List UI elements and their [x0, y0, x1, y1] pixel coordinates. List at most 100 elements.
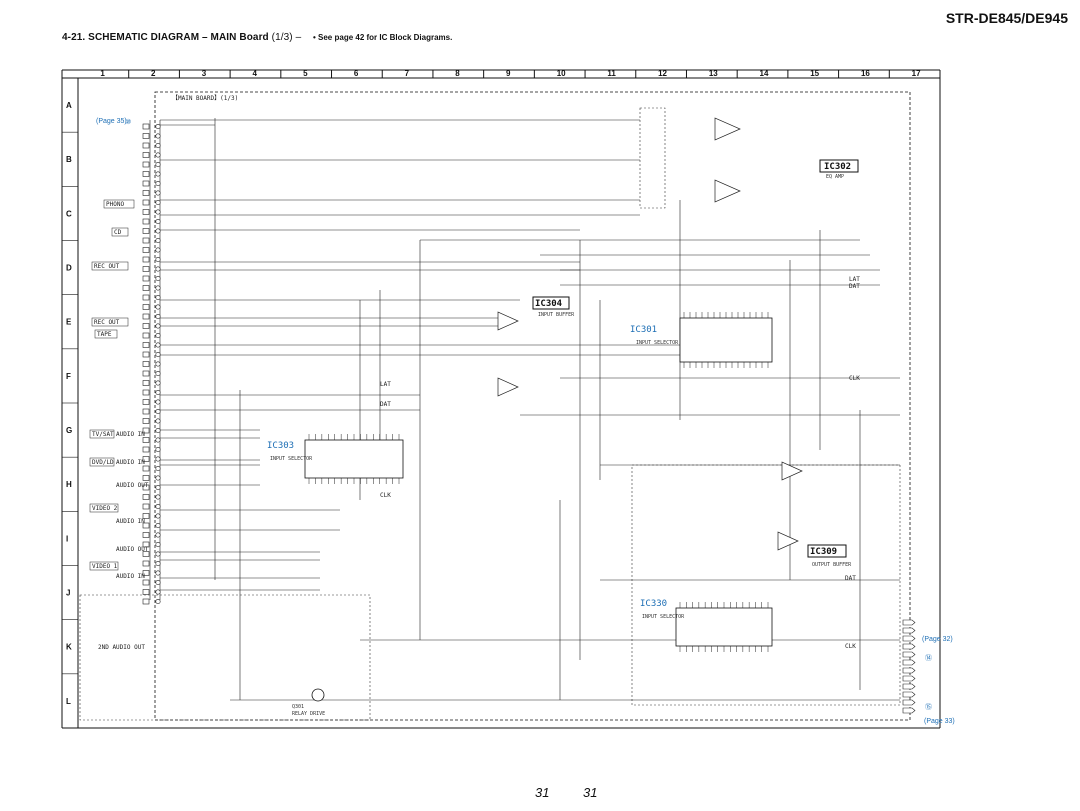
connector-pin — [142, 418, 150, 424]
jack-terminal — [155, 456, 161, 462]
column-label: 6 — [354, 69, 359, 78]
connector-pin — [142, 446, 150, 453]
ic303-chip — [304, 439, 404, 479]
connector-pin — [142, 503, 150, 510]
jack-terminal — [155, 209, 161, 215]
ic303-label: IC303 — [267, 441, 294, 451]
svg-text:AUDIO OUT: AUDIO OUT — [116, 482, 149, 489]
svg-text:DAT: DAT — [845, 575, 856, 582]
jack-terminal — [155, 162, 161, 168]
connector-pin — [142, 266, 150, 272]
connector-arrow — [902, 667, 916, 674]
relay-transistor — [311, 688, 325, 702]
connector-pin — [142, 579, 150, 586]
jack-terminal — [155, 551, 161, 557]
connector-pin — [142, 551, 150, 557]
ic304-label: IC304 — [535, 299, 563, 309]
ic302-opamps — [714, 117, 741, 203]
jack-terminal — [155, 152, 161, 158]
main-board-outline — [154, 91, 911, 721]
connector-pin — [142, 171, 150, 177]
column-label: 14 — [760, 69, 769, 78]
ic302-label: IC302 — [824, 162, 851, 172]
connector-pin — [142, 361, 150, 367]
connector-arrow — [902, 643, 916, 650]
jack-terminal — [155, 351, 161, 357]
jack-terminal — [155, 522, 161, 528]
svg-text:CLK: CLK — [845, 643, 856, 650]
connector-pin — [142, 294, 150, 301]
connector-arrow — [902, 699, 916, 706]
connector-pin — [142, 332, 150, 339]
model-number: STR-DE845/DE945 — [945, 10, 1068, 26]
ic309-opamps — [777, 461, 803, 551]
signal-wires — [160, 118, 900, 701]
connector-pin — [142, 589, 150, 595]
ic330-chip — [675, 607, 773, 647]
page-ref-right-bottom: (Page 33) — [924, 718, 955, 725]
connector-pin — [142, 437, 150, 443]
row-label: L — [66, 697, 71, 706]
column-label: 7 — [405, 69, 410, 78]
connector-labels: PHONO CD REC OUT REC OUT TAPE TV/SAT AUD… — [89, 199, 149, 651]
grid-frame — [61, 69, 941, 729]
jack-terminal — [155, 389, 161, 395]
connector-pin — [142, 247, 150, 253]
column-label: 2 — [151, 69, 156, 78]
jack-terminal — [155, 332, 161, 338]
jack-terminal — [155, 475, 161, 481]
jack-terminal — [155, 219, 161, 225]
column-label: 15 — [810, 69, 819, 78]
svg-text:CLK: CLK — [380, 492, 391, 499]
row-label: A — [66, 101, 72, 110]
relay-ref: Q301 — [292, 704, 304, 710]
connector-pin — [142, 399, 150, 405]
connector-arrow — [902, 691, 916, 698]
jack-terminal — [155, 266, 161, 272]
column-label: 1 — [100, 69, 105, 78]
ic330-desc: INPUT SELECTOR — [642, 614, 685, 620]
svg-text:AUDIO IN: AUDIO IN — [116, 518, 145, 525]
connector-pin — [142, 408, 150, 415]
svg-text:AUDIO IN: AUDIO IN — [116, 573, 145, 580]
connector-pin — [142, 152, 150, 158]
column-label: 17 — [912, 69, 921, 78]
jack-terminal — [155, 200, 161, 206]
jack-terminal — [155, 418, 161, 424]
jack-terminal — [155, 323, 161, 329]
connector-pin — [142, 570, 150, 576]
row-label: J — [66, 589, 70, 598]
board-label: 【MAIN BOARD】(1/3) — [172, 95, 238, 102]
svg-text:AUDIO IN: AUDIO IN — [116, 431, 145, 438]
connector-arrow — [902, 683, 916, 690]
jack-terminal — [155, 598, 161, 604]
jack-terminal — [155, 494, 161, 500]
row-label: H — [66, 480, 72, 489]
jack-terminal — [155, 133, 161, 139]
column-label: 3 — [202, 69, 207, 78]
column-label: 10 — [557, 69, 566, 78]
connector-pin — [142, 304, 150, 310]
svg-text:REC OUT: REC OUT — [94, 263, 120, 270]
svg-text:CLK: CLK — [849, 375, 860, 382]
connector-pin — [142, 351, 150, 358]
jack-terminal — [155, 143, 161, 149]
jack-terminal — [155, 408, 161, 414]
ic302-desc: EQ AMP — [826, 174, 844, 180]
jack-terminal — [155, 465, 161, 471]
jack-terminal — [155, 342, 161, 348]
jack-terminal — [155, 532, 161, 538]
connector-arrow — [902, 675, 916, 682]
column-label: 16 — [861, 69, 870, 78]
column-label: 12 — [658, 69, 667, 78]
svg-text:AUDIO IN: AUDIO IN — [116, 459, 145, 466]
jack-terminal — [155, 380, 161, 386]
signal-labels: LAT DAT CLK LAT DAT CLK DAT CLK — [380, 276, 860, 650]
ic304-opamps — [497, 311, 519, 397]
output-connector-arrows — [902, 619, 916, 714]
jack-terminal — [155, 275, 161, 281]
column-label: 5 — [303, 69, 308, 78]
jack-terminal — [155, 313, 161, 319]
jack-terminal — [155, 304, 161, 310]
